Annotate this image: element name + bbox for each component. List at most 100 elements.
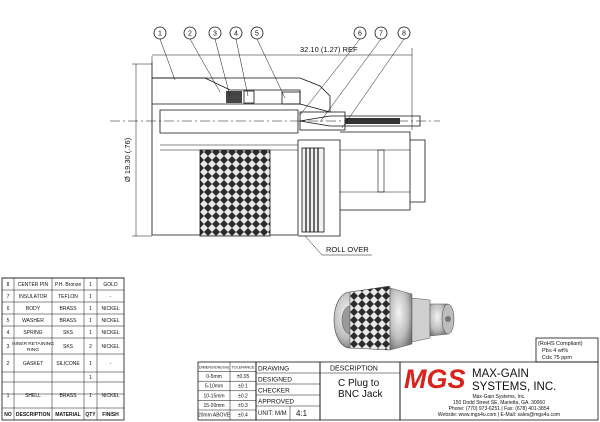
approved-label: APPROVED (258, 399, 294, 406)
bom-cell-material: SKS (63, 344, 74, 350)
callout-number: 2 (188, 31, 192, 38)
bom-cell-no: 3 (7, 344, 10, 350)
rohs-line-2: Pb≤ 4 wt% (542, 348, 568, 354)
bom-cell-finish: NICKEL (101, 306, 119, 312)
callout-number: 1 (158, 31, 162, 38)
bom-cell-description: INNER RETAINING (12, 341, 54, 347)
bom-cell-qty: 1 (89, 393, 92, 399)
retaining-ring-section (281, 91, 301, 105)
bom-cell-finish: GOLD (103, 282, 118, 288)
bom-cell-no: 5 (7, 318, 10, 324)
bom-cell-qty: 1 (89, 318, 92, 324)
callout-circle (353, 26, 367, 40)
description-line-2: BNC Jack (338, 389, 383, 400)
bom-cell-finish: NICKEL (101, 318, 119, 324)
bom-cell-description: CENTER PIN (18, 282, 49, 288)
ribbed-sleeve (301, 147, 325, 233)
roll-over-label: ROLL OVER (326, 245, 369, 254)
bom-cell-qty: 2 (89, 344, 92, 350)
bom-cell-no: 8 (7, 282, 10, 288)
shell-outline (151, 62, 331, 113)
tolerance-range: 0-5mm (206, 374, 222, 380)
address-line-2: 150 Dodd Street SE, Marietta, GA. 30060 (453, 400, 545, 406)
callout-circle (208, 26, 222, 40)
body-section (159, 109, 299, 134)
diameter-dimension: Ø 19.30 (.76) (123, 137, 132, 182)
tolerance-value: ±0.1 (238, 384, 248, 390)
bom-cell-description: SHELL (25, 393, 41, 399)
address-line-4: Website: www.mgs4u.com | E-Mail: sales@m… (438, 412, 560, 418)
unit-value: M/M (275, 411, 287, 417)
bom-header-qty: QTY (85, 412, 96, 418)
callout-number: 8 (402, 31, 406, 38)
bom-cell-qty: 1 (89, 375, 92, 381)
bom-cell-description: RING (27, 347, 39, 353)
unit-label: UNIT: (258, 411, 273, 417)
product-photo (333, 285, 455, 351)
callout-number: 7 (379, 31, 383, 38)
tolerance-value: ±0.2 (238, 393, 248, 399)
bom-cell-material: TEFLON (58, 294, 78, 300)
length-dimension: 32.10 (1.27) REF (300, 45, 358, 54)
bnc-front (410, 139, 426, 203)
bom-cell-qty: 1 (89, 361, 92, 367)
company-name-line-2: SYSTEMS, INC. (472, 381, 556, 393)
pin-core (345, 118, 400, 124)
tolerance-header-tol: TOLERANCE (231, 366, 255, 370)
bom-cell-finish: NICKEL (101, 330, 119, 336)
bom-cell-finish: NICKEL (101, 344, 119, 350)
bom-cell-material: P.H. Bronze (55, 282, 82, 288)
bom-cell-description: BODY (26, 306, 41, 312)
bom-row: 8 CENTER PIN P.H. Bronze 1 GOLD (7, 282, 118, 288)
bom-header-description: DESCRIPTION (16, 412, 51, 418)
signoff-block: DRAWING DESIGNED CHECKER APPROVED UNIT: … (255, 361, 321, 421)
callout-circle (250, 26, 264, 40)
bom-cell-qty: 1 (89, 294, 92, 300)
body-step (298, 139, 341, 237)
bom-cell-qty: 1 (89, 306, 92, 312)
bom-cell-description: SPRING (23, 330, 42, 336)
bom-header-no: NO (4, 412, 12, 418)
tolerance-value: ±0.3 (238, 403, 248, 409)
callout-circle (183, 26, 197, 40)
bom-cell-no: 4 (7, 330, 10, 336)
bom-cell-qty: 1 (89, 282, 92, 288)
bom-cell-material: BRASS (60, 306, 78, 312)
tolerance-table: DIMENSION(mm)TOLERANCE 0-5mm ±0.05 5-10mm ±0… (197, 361, 257, 421)
tolerance-range: 5-10mm (205, 384, 223, 390)
bom-cell-material: SKS (63, 330, 74, 336)
spring-section (226, 91, 242, 103)
bom-header-material: MATERIAL (55, 412, 80, 418)
callout-circle (374, 26, 388, 40)
callout-circle (229, 26, 243, 40)
bom-cell-no: 2 (7, 361, 10, 367)
callout-circle (153, 26, 167, 40)
tolerance-header-dim: DIMENSION(mm) (199, 366, 230, 370)
rohs-line-3: Cd≤ 75 ppm (542, 355, 572, 361)
callout-number: 4 (234, 31, 238, 38)
scale-value: 4:1 (296, 409, 308, 418)
callout-number: 5 (255, 31, 259, 38)
bom-cell-description: WASHER (22, 318, 44, 324)
bom-cell-no: 6 (7, 306, 10, 312)
knurled-nut (199, 149, 271, 237)
company-block: MGS MAX-GAIN SYSTEMS, INC. Max-Gain Syst… (399, 361, 599, 421)
bom-cell-material: BRASS (60, 393, 78, 399)
bnc-body (340, 131, 411, 211)
company-name-line-1: MAX-GAIN (472, 368, 529, 380)
designed-label: DESIGNED (258, 377, 292, 384)
bom-cell-description: INSULATOR (19, 294, 48, 300)
bom-header-finish: FINISH (102, 412, 119, 418)
description-header: DESCRIPTION (330, 366, 378, 373)
tolerance-value: ±0.05 (237, 374, 250, 380)
bom-row: 6 BODY BRASS 1 NICKEL (7, 306, 120, 312)
